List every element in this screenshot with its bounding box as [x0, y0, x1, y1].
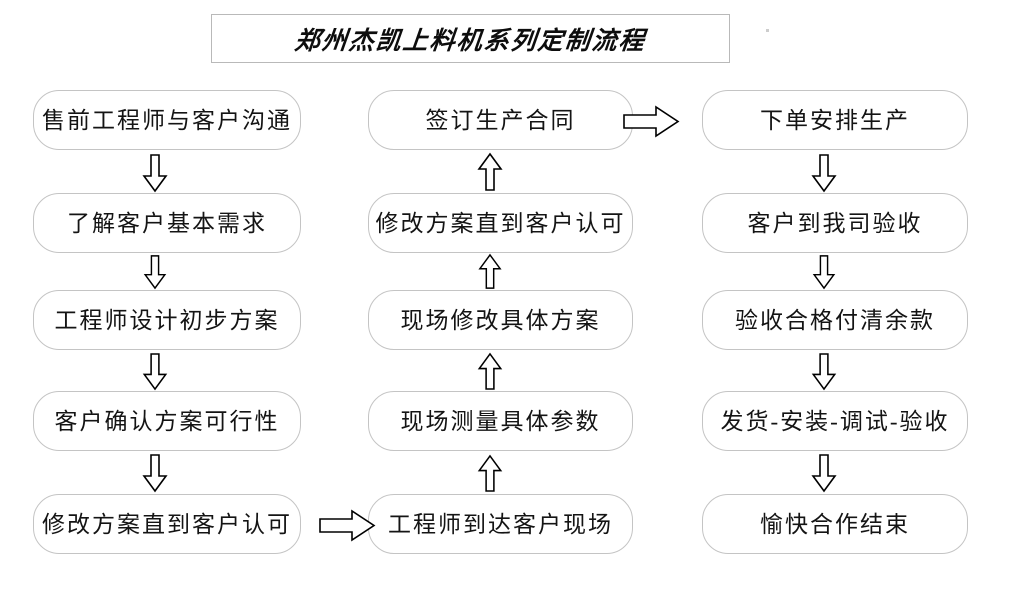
node-onsite-measure[interactable]: 现场测量具体参数 — [368, 391, 633, 451]
node-revise-until-approved[interactable]: 修改方案直到客户认可 — [33, 494, 301, 554]
arrow-down-icon — [811, 454, 837, 493]
node-revise-onsite-approved[interactable]: 修改方案直到客户认可 — [368, 193, 633, 253]
node-customer-confirm[interactable]: 客户确认方案可行性 — [33, 391, 301, 451]
background-artifact-dot — [766, 29, 769, 32]
node-label: 修改方案直到客户认可 — [42, 511, 292, 537]
node-label: 发货-安装-调试-验收 — [720, 408, 950, 434]
node-label: 现场修改具体方案 — [400, 307, 601, 333]
node-label: 工程师设计初步方案 — [54, 307, 280, 333]
node-label: 客户到我司验收 — [747, 210, 923, 236]
node-cooperation-end[interactable]: 愉快合作结束 — [702, 494, 968, 554]
arrow-down-icon — [811, 353, 837, 391]
chart-title-box: 郑州杰凯上料机系列定制流程 — [211, 14, 730, 63]
arrow-up-icon — [477, 352, 503, 390]
arrow-down-icon — [812, 255, 836, 290]
node-label: 了解客户基本需求 — [67, 210, 267, 236]
arrow-right-icon — [319, 509, 376, 542]
node-label: 修改方案直到客户认可 — [375, 210, 626, 236]
arrow-down-icon — [811, 154, 837, 193]
node-understand-needs[interactable]: 了解客户基本需求 — [33, 193, 301, 253]
node-presales-communication[interactable]: 售前工程师与客户沟通 — [33, 90, 301, 150]
node-ship-install-debug[interactable]: 发货-安装-调试-验收 — [702, 391, 968, 451]
node-label: 签订生产合同 — [425, 107, 576, 133]
chart-title: 郑州杰凯上料机系列定制流程 — [293, 27, 648, 55]
node-onsite-revise-plan[interactable]: 现场修改具体方案 — [368, 290, 633, 350]
node-order-production[interactable]: 下单安排生产 — [702, 90, 968, 150]
arrow-up-icon — [478, 253, 502, 289]
node-label: 验收合格付清余款 — [735, 307, 935, 333]
node-customer-inspection[interactable]: 客户到我司验收 — [702, 193, 968, 253]
node-label: 现场测量具体参数 — [400, 408, 601, 434]
node-pay-balance[interactable]: 验收合格付清余款 — [702, 290, 968, 350]
node-label: 下单安排生产 — [760, 107, 910, 133]
node-label: 工程师到达客户现场 — [388, 511, 613, 537]
arrow-down-icon — [143, 255, 167, 290]
arrow-down-icon — [142, 154, 168, 193]
node-label: 愉快合作结束 — [760, 511, 910, 537]
node-label: 售前工程师与客户沟通 — [42, 107, 292, 133]
arrow-down-icon — [142, 353, 168, 391]
node-engineer-arrive[interactable]: 工程师到达客户现场 — [368, 494, 633, 554]
arrow-right-icon — [623, 105, 680, 138]
arrow-up-icon — [477, 152, 503, 191]
node-label: 客户确认方案可行性 — [54, 408, 280, 434]
arrow-up-icon — [477, 454, 503, 492]
node-sign-contract[interactable]: 签订生产合同 — [368, 90, 633, 150]
node-engineer-draft-plan[interactable]: 工程师设计初步方案 — [33, 290, 301, 350]
arrow-down-icon — [142, 454, 168, 493]
